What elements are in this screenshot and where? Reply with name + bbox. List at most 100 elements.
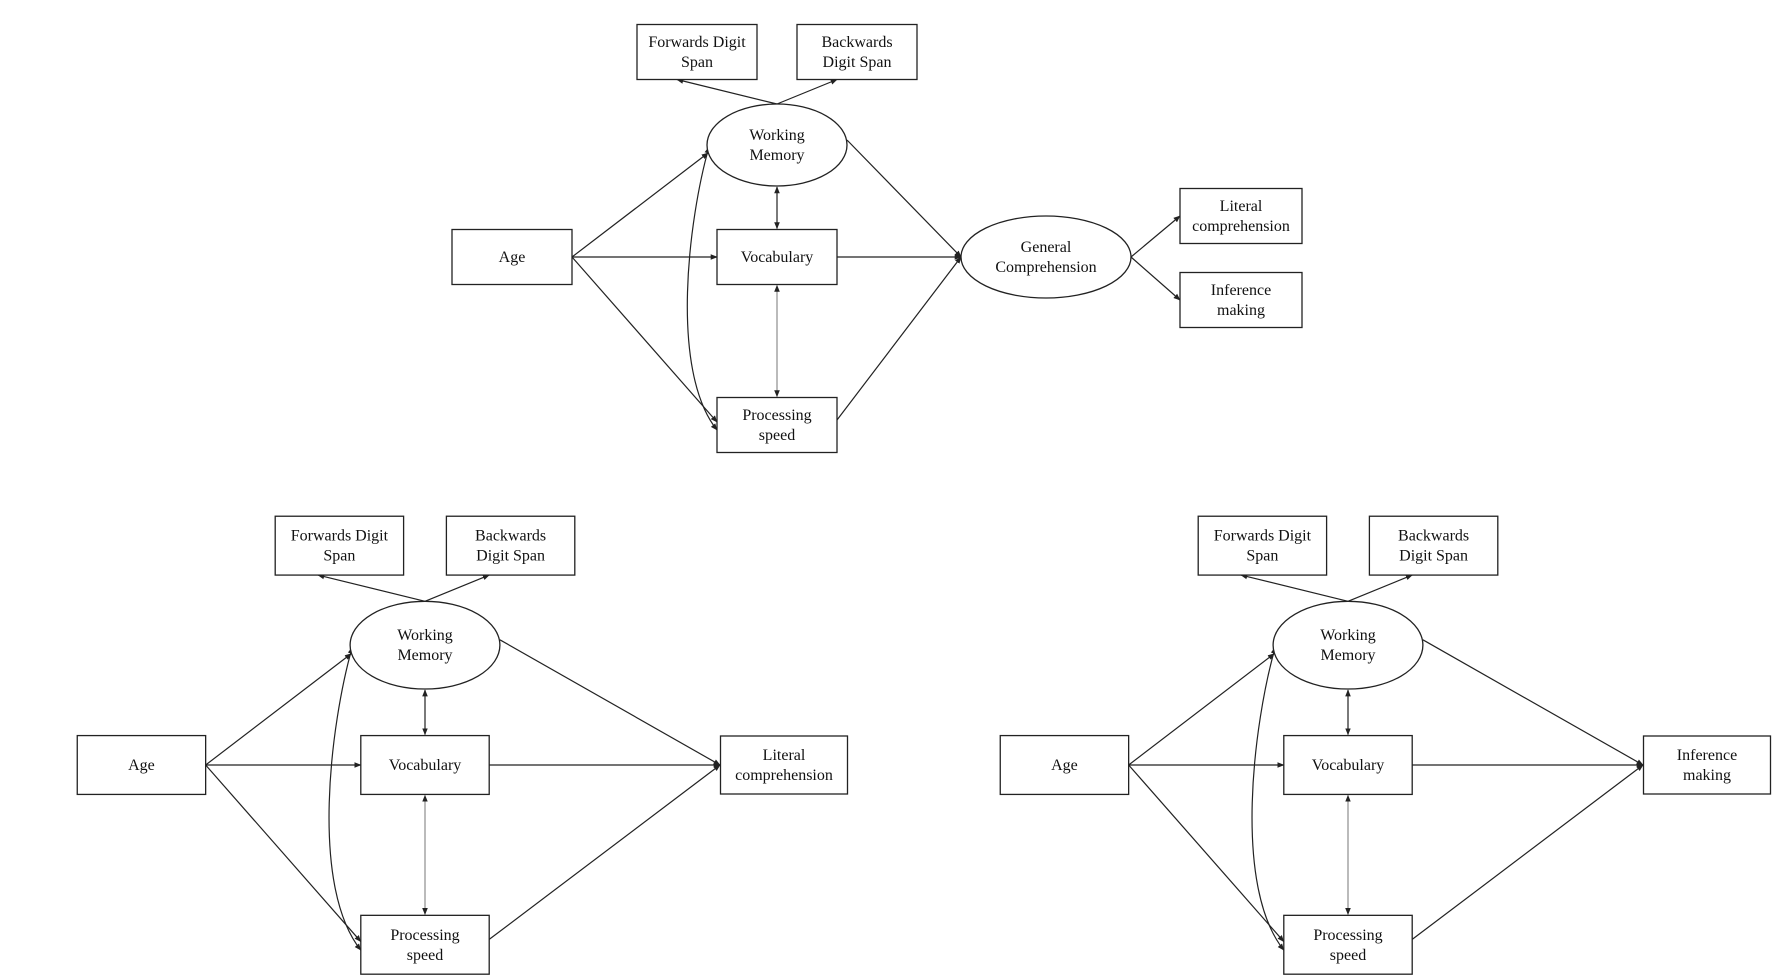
forwards-digit-span-box: [1197, 515, 1328, 576]
wm-to-backwards-arrow: [1347, 574, 1413, 602]
literal-comprehension-node: Literal comprehension: [1179, 187, 1303, 245]
wm-to-forwards-arrow: [317, 573, 426, 602]
working-memory-label: Working: [397, 627, 453, 644]
literal-comprehension-label: Literal: [1220, 198, 1263, 215]
forwards-digit-span-label: Forwards Digit: [291, 528, 389, 545]
processing-speed-label: speed: [759, 427, 795, 444]
vocabulary-label: Vocabulary: [741, 249, 814, 266]
wm-ps-covariance-curve: [1251, 646, 1285, 951]
outcome-node: Literal comprehension: [719, 735, 849, 795]
age-to-wm-arrow: [1128, 653, 1275, 766]
wm-to-forwards-arrow: [1240, 573, 1349, 602]
processing-speed-label: Processing: [742, 407, 811, 424]
inference-making-label: making: [1217, 302, 1265, 319]
processing-speed-label: speed: [407, 947, 443, 964]
outcome-node: Inference making: [1642, 735, 1772, 795]
forwards-digit-span-label: Forwards Digit: [648, 34, 746, 51]
age-box: [451, 228, 573, 286]
forwards-digit-span-label: Forwards Digit: [1214, 528, 1312, 545]
ps-to-outcome-arrow: [1411, 764, 1644, 940]
outcome-to-inference-arrow: [1130, 256, 1181, 301]
age-to-wm-arrow: [571, 152, 709, 258]
processing-speed-node: Processing speed: [1283, 914, 1413, 975]
ps-to-outcome-arrow: [488, 764, 721, 940]
forwards-digit-span-label: Span: [1246, 548, 1278, 565]
backwards-digit-span-label: Digit Span: [476, 548, 545, 565]
wm-to-backwards-arrow: [776, 78, 838, 105]
outcome-box: [1642, 735, 1772, 795]
wm-ps-covariance-curve: [328, 646, 362, 951]
age-to-ps-arrow: [1128, 764, 1285, 943]
wm-to-outcome-arrow: [499, 639, 721, 766]
outcome-to-literal-arrow: [1130, 215, 1181, 258]
vocabulary-node: Vocabulary: [360, 734, 490, 796]
outcome-label: making: [1683, 767, 1731, 784]
age-label: Age: [1051, 757, 1078, 774]
age-label: Age: [128, 757, 155, 774]
vocabulary-box: [716, 228, 838, 286]
backwards-digit-span-label: Backwards: [1398, 528, 1469, 545]
vocabulary-box: [1283, 734, 1413, 796]
age-to-wm-arrow: [205, 653, 352, 766]
backwards-digit-span-box: [1368, 515, 1499, 576]
age-label: Age: [499, 249, 526, 266]
vocabulary-label: Vocabulary: [1312, 757, 1385, 774]
inference-making-box: [1179, 271, 1303, 329]
backwards-digit-span-box: [796, 23, 918, 81]
working-memory-ellipse: [706, 103, 848, 187]
backwards-digit-span-box: [445, 515, 576, 576]
wm-to-outcome-arrow: [1422, 639, 1644, 766]
literal-comprehension-box: [1179, 187, 1303, 245]
processing-speed-box: [716, 396, 838, 454]
working-memory-label: Memory: [749, 147, 804, 164]
processing-speed-box: [360, 914, 490, 975]
age-box: [76, 734, 207, 796]
literal-comprehension-label: comprehension: [1192, 218, 1290, 235]
age-node: Age: [451, 228, 573, 286]
forwards-digit-span-box: [636, 23, 758, 81]
vocabulary-box: [360, 734, 490, 796]
forwards-digit-span-label: Span: [681, 54, 713, 71]
processing-speed-label: speed: [1330, 947, 1366, 964]
inference-making-node: Inference making: [1179, 271, 1303, 329]
working-memory-ellipse: [349, 600, 501, 690]
outcome-box: [719, 735, 849, 795]
processing-speed-label: Processing: [1313, 927, 1382, 944]
age-node: Age: [999, 734, 1130, 796]
backwards-digit-span-label: Backwards: [821, 34, 892, 51]
processing-speed-node: Processing speed: [716, 396, 838, 454]
outcome-label: Comprehension: [995, 259, 1096, 276]
processing-speed-label: Processing: [390, 927, 459, 944]
backwards-digit-span-label: Digit Span: [823, 54, 892, 71]
inference-making-label: Inference: [1211, 282, 1271, 299]
ps-to-outcome-arrow: [836, 256, 962, 421]
processing-speed-node: Processing speed: [360, 914, 490, 975]
age-node: Age: [76, 734, 207, 796]
age-box: [999, 734, 1130, 796]
age-to-ps-arrow: [571, 256, 718, 423]
wm-to-backwards-arrow: [424, 574, 490, 602]
working-memory-label: Memory: [1320, 647, 1375, 664]
age-to-ps-arrow: [205, 764, 362, 943]
outcome-label: Literal: [763, 747, 806, 764]
wm-ps-covariance-curve: [686, 146, 718, 431]
processing-speed-box: [1283, 914, 1413, 975]
outcome-label: General: [1021, 239, 1072, 256]
working-memory-label: Working: [1320, 627, 1376, 644]
wm-to-outcome-arrow: [846, 139, 962, 258]
working-memory-ellipse: [1272, 600, 1424, 690]
outcome-label: Inference: [1677, 747, 1737, 764]
outcome-label: comprehension: [735, 767, 833, 784]
